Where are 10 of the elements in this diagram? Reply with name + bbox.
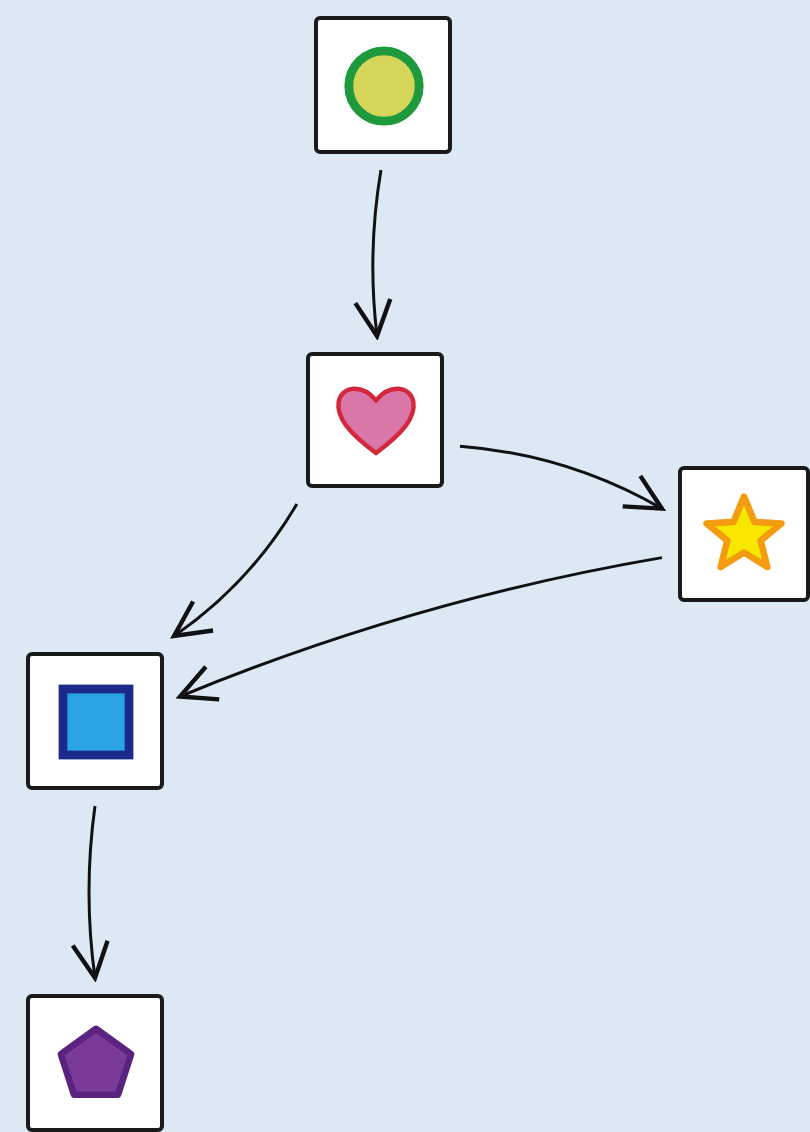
icon-card [26, 994, 164, 1132]
arrow [177, 556, 663, 702]
icon-card [314, 16, 452, 154]
arrow [70, 805, 111, 981]
arrow [171, 503, 299, 639]
arrow [459, 444, 665, 511]
arrow [353, 169, 393, 339]
icon-card [306, 352, 444, 488]
icon-card [26, 652, 164, 790]
icon-card [678, 466, 810, 602]
